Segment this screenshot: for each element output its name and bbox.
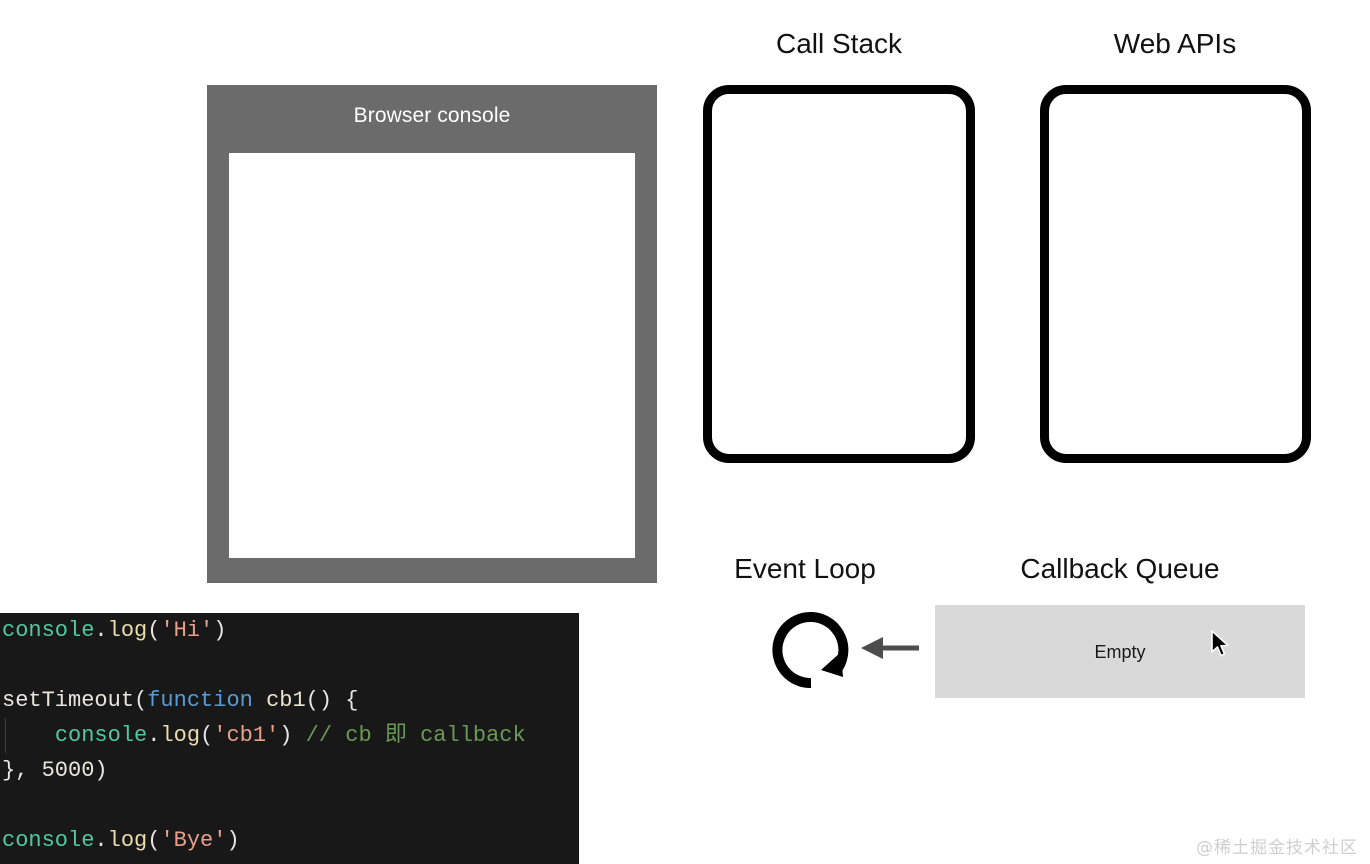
- code-token: cb1: [266, 688, 306, 713]
- code-line: setTimeout(function cb1() {: [0, 683, 579, 718]
- code-token: [292, 723, 305, 748]
- callback-queue-box: Empty: [935, 605, 1305, 698]
- code-token: function: [147, 688, 253, 713]
- code-token: 'cb1': [213, 723, 280, 748]
- circular-refresh-arrow-icon: [772, 612, 849, 689]
- code-editor[interactable]: console.log('Hi') setTimeout(function cb…: [0, 613, 579, 864]
- call-stack-heading: Call Stack: [775, 28, 903, 59]
- call-stack-box: [703, 85, 975, 463]
- code-token: .: [94, 618, 108, 643]
- code-token: console: [2, 618, 95, 643]
- code-token: [253, 688, 266, 713]
- code-token: (: [200, 723, 214, 748]
- code-token: (: [147, 828, 161, 853]
- code-line: console.log('Hi'): [0, 613, 579, 648]
- call-stack-item-list: [712, 442, 966, 454]
- code-token: setTimeout: [2, 688, 135, 713]
- code-token: .: [94, 828, 108, 853]
- web-apis-box: [1040, 85, 1311, 463]
- code-line: console.log('Bye'): [0, 823, 579, 858]
- event-loop-heading: Event Loop: [734, 553, 876, 584]
- code-token: (: [147, 618, 161, 643]
- code-token: ): [94, 758, 108, 783]
- code-token: ): [226, 828, 240, 853]
- callback-queue-status: Empty: [1094, 641, 1146, 662]
- browser-console-panel: Browser console: [207, 85, 657, 583]
- code-token: log: [107, 618, 148, 643]
- code-token: log: [107, 828, 148, 853]
- code-token: log: [160, 723, 201, 748]
- code-line: console.log('cb1') // cb 即 callback: [0, 718, 579, 753]
- web-apis-heading: Web APIs: [1113, 28, 1237, 59]
- code-token: (: [134, 688, 148, 713]
- code-line: [0, 788, 579, 823]
- code-token: console: [2, 828, 95, 853]
- callback-queue-heading: Callback Queue: [1020, 553, 1220, 584]
- browser-console-output-area: [229, 153, 635, 558]
- code-token: console: [54, 723, 148, 748]
- code-token: 'Bye': [160, 828, 227, 853]
- code-token: 5000: [41, 758, 95, 783]
- code-token: .: [147, 723, 161, 748]
- code-token: ): [213, 618, 227, 643]
- watermark: @稀土掘金技术社区: [1196, 838, 1358, 858]
- code-token: [2, 723, 55, 748]
- code-token: () {: [305, 688, 359, 713]
- code-token: },: [2, 758, 42, 783]
- browser-console-log-list: [229, 153, 635, 558]
- code-line: }, 5000): [0, 753, 579, 788]
- code-line: [0, 648, 579, 683]
- browser-console-title: Browser console: [353, 104, 511, 127]
- code-token: // cb 即 callback: [305, 723, 526, 748]
- code-token: ): [279, 723, 293, 748]
- left-arrow-icon: [861, 637, 919, 659]
- code-token: 'Hi': [160, 618, 214, 643]
- web-apis-item-list: [1049, 442, 1302, 454]
